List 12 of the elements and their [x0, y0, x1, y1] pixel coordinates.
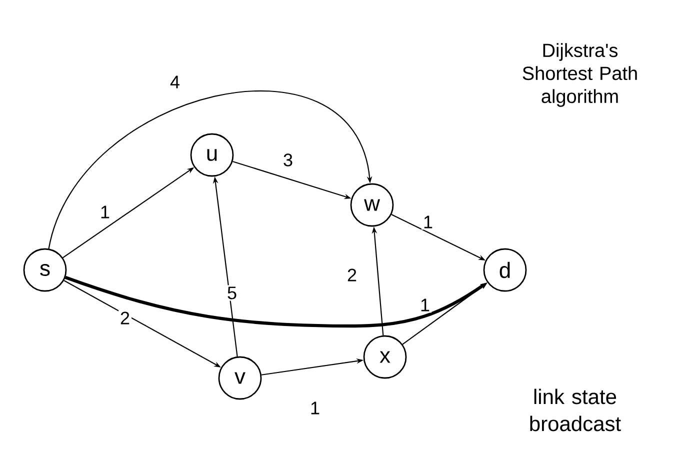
arrow: [48, 90, 372, 249]
title: Dijkstra's Shortest Path algorithm: [522, 43, 637, 107]
edge-label: 1: [421, 298, 430, 312]
edge-label: 3: [284, 154, 292, 166]
edge-label: 1: [311, 402, 320, 414]
edge-label: 1: [101, 206, 110, 218]
note-text: link state broadcast: [530, 388, 621, 432]
edge-label: 4: [170, 76, 180, 88]
edge-label: 1: [424, 216, 432, 228]
edge-label: 2: [120, 312, 130, 324]
edge-label: 2: [348, 268, 356, 282]
edge-label: 5: [228, 286, 236, 300]
